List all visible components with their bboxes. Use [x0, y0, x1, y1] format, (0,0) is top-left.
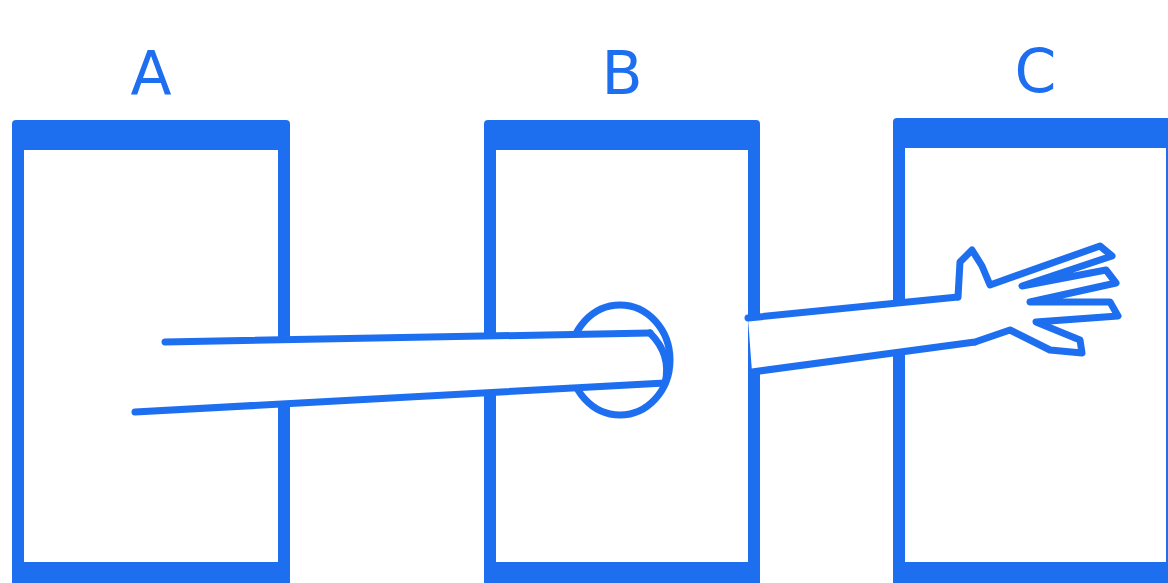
- upper-arm-end: [650, 333, 667, 383]
- box-label: A: [24, 38, 278, 108]
- box-label: B: [496, 38, 748, 108]
- forearm-fill: [748, 296, 975, 372]
- hand: [958, 246, 1118, 353]
- forearm-edge: [752, 342, 975, 372]
- upper-arm-edge: [165, 333, 650, 342]
- upper-arm-edge: [135, 383, 665, 412]
- box-label: C: [905, 36, 1166, 106]
- upper-arm-fill: [135, 333, 665, 412]
- forearm-edge: [748, 297, 958, 318]
